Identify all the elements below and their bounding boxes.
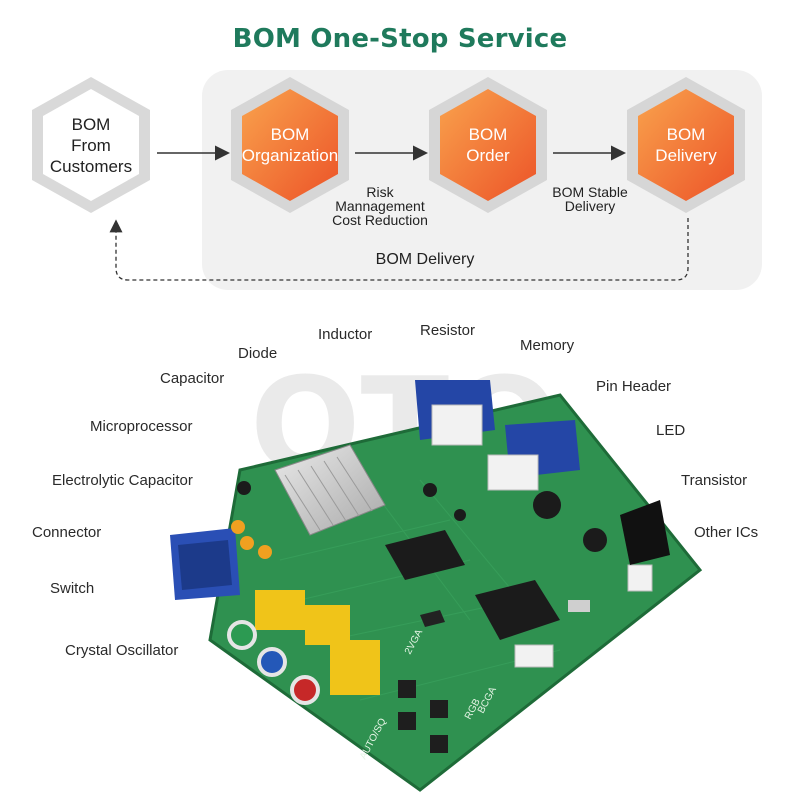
label-capacitor: Capacitor (160, 370, 225, 387)
step-delivery-label: BOM Delivery (626, 124, 746, 166)
label-resistor: Resistor (420, 322, 476, 339)
note-risk-line-1: Risk (366, 184, 394, 200)
label-connector: Connector (32, 524, 102, 541)
step-order-label: BOM Order (428, 124, 548, 166)
label-inductor: Inductor (318, 326, 373, 343)
hex-order (429, 77, 547, 213)
page-title: BOM One-Stop Service (232, 24, 568, 54)
step-delivery-line-1: BOM (666, 125, 706, 144)
note-stable-delivery: BOM Stable Delivery (540, 185, 640, 213)
hex-delivery (627, 77, 745, 213)
label-electrolytic-capacitor: Electrolytic Capacitor (52, 472, 193, 489)
step-order-line-1: BOM (468, 125, 508, 144)
label-switch: Switch (50, 580, 95, 597)
label-transistor: Transistor (681, 472, 748, 489)
return-label: BOM Delivery (375, 251, 475, 268)
step-customers-label: BOM From Customers (31, 114, 151, 177)
hex-customers (32, 77, 150, 213)
step-organization-line-1: BOM (270, 125, 310, 144)
note-stable-line-1: BOM Stable (552, 184, 628, 200)
hex-organization (231, 77, 349, 213)
step-organization-label: BOM Organization (230, 124, 350, 166)
label-led: LED (656, 422, 686, 439)
note-risk-line-2: Mannagement (335, 198, 425, 214)
label-other-ics: Other ICs (694, 524, 759, 541)
label-pin-header: Pin Header (596, 378, 672, 395)
label-crystal-oscillator: Crystal Oscillator (65, 642, 179, 659)
step-delivery-line-2: Delivery (655, 146, 717, 165)
label-diode: Diode (238, 345, 278, 362)
step-customers-line-2: From (71, 136, 111, 155)
return-path (109, 218, 689, 281)
note-risk: Risk Mannagement Cost Reduction (320, 185, 440, 227)
note-risk-line-3: Cost Reduction (332, 212, 428, 228)
note-stable-line-2: Delivery (564, 198, 616, 214)
label-memory: Memory (520, 337, 575, 354)
step-customers-line-1: BOM (71, 115, 111, 134)
step-order-line-2: Order (466, 146, 510, 165)
pcb-board (170, 380, 703, 792)
step-organization-line-2: Organization (241, 146, 339, 165)
step-customers-line-3: Customers (49, 157, 133, 176)
label-microprocessor: Microprocessor (90, 418, 193, 435)
